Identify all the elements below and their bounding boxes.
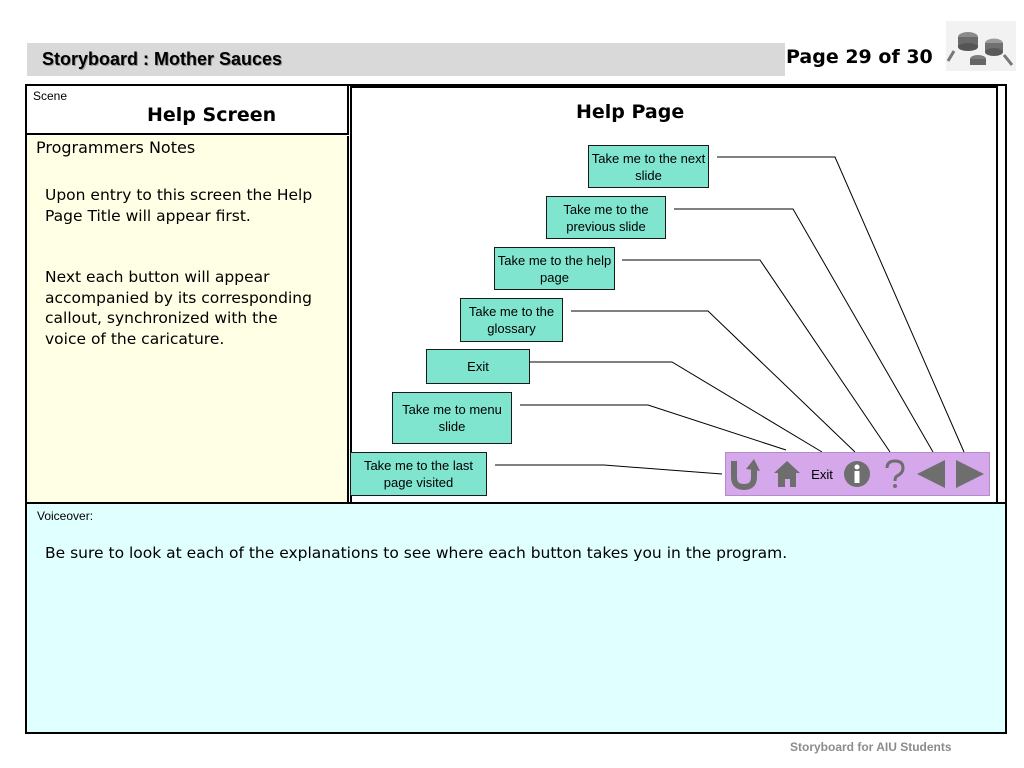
previous-arrow-icon[interactable]	[914, 455, 948, 493]
callout-menu-slide: Take me to menu slide	[392, 392, 512, 444]
callout-last-page-visited: Take me to the last page visited	[350, 452, 487, 496]
exit-button[interactable]: Exit	[805, 455, 839, 493]
voiceover-label: Voiceover:	[37, 509, 94, 523]
programmers-notes-label: Programmers Notes	[36, 138, 196, 157]
scene-label: Scene	[33, 89, 68, 103]
back-u-turn-icon[interactable]	[727, 455, 761, 493]
title-bar	[27, 43, 785, 76]
help-page-title: Help Page	[576, 101, 685, 123]
voiceover-text: Be sure to look at each of the explanati…	[45, 544, 788, 562]
storyboard-title: Storyboard : Mother Sauces	[42, 49, 283, 69]
home-icon[interactable]	[770, 455, 804, 493]
programmers-notes-panel	[27, 136, 349, 502]
notes-paragraph: Upon entry to this screen the Help Page …	[45, 186, 313, 225]
exit-icon-label: Exit	[811, 466, 833, 482]
scene-title: Help Screen	[147, 104, 277, 126]
callout-exit: Exit	[426, 349, 530, 384]
callout-previous-slide: Take me to the previous slide	[546, 196, 666, 239]
help-question-icon[interactable]	[878, 455, 912, 493]
section-divider	[27, 502, 1005, 504]
next-arrow-icon[interactable]	[953, 455, 987, 493]
footer-text: Storyboard for AIU Students	[790, 740, 952, 754]
scene-box	[27, 86, 349, 135]
callout-help-page: Take me to the help page	[494, 247, 615, 290]
info-icon[interactable]	[840, 455, 874, 493]
measuring-cups-logo	[946, 21, 1016, 71]
voiceover-panel	[27, 504, 1005, 732]
callout-next-slide: Take me to the next slide	[588, 145, 709, 188]
callout-glossary: Take me to the glossary	[460, 298, 563, 342]
page-number: Page 29 of 30	[786, 46, 933, 68]
notes-paragraph: Next each button will appear accompanied…	[45, 268, 312, 348]
